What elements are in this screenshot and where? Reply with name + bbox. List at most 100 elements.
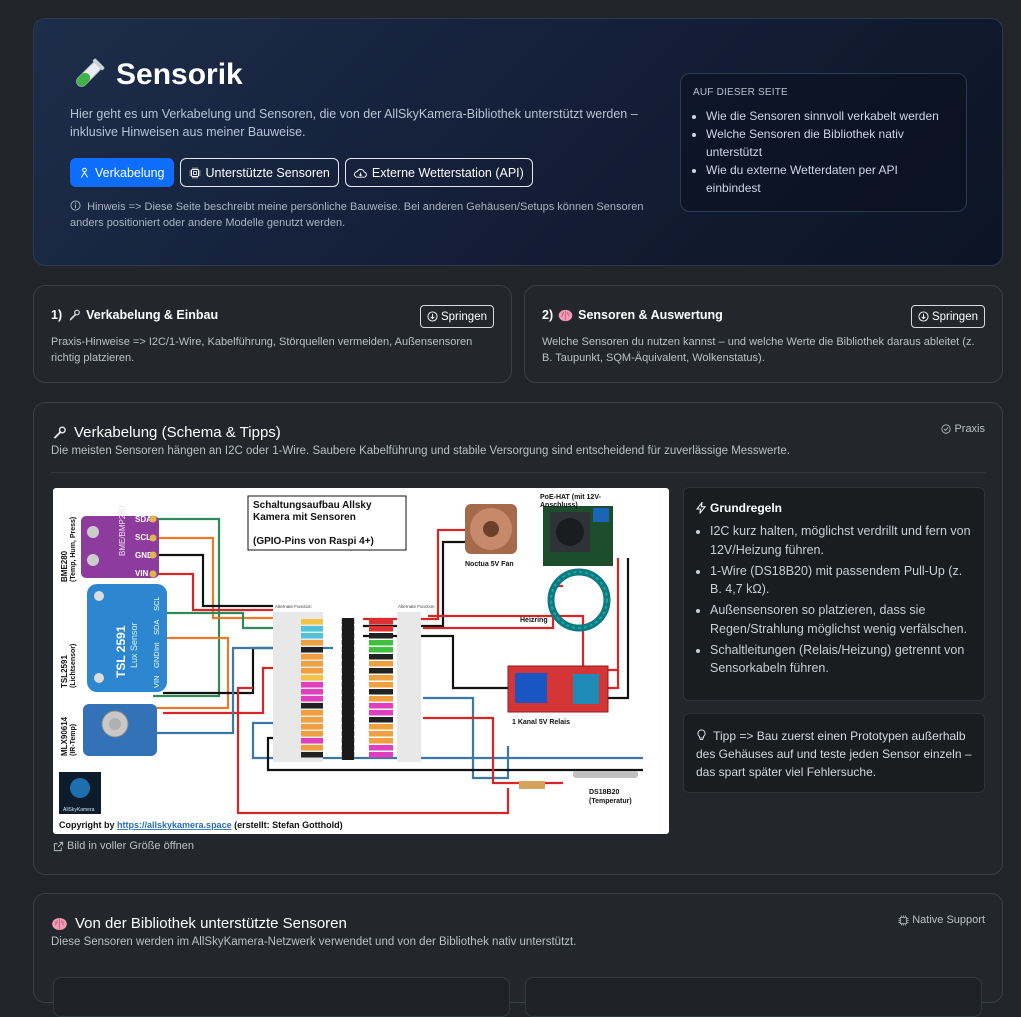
hero-button-row: Verkabelung Unterstützte Sensoren Extern… — [70, 158, 533, 187]
alt-function-label: Alternate Function — [398, 604, 435, 609]
gpio-pin-label — [369, 710, 393, 716]
ds-label: DS18B20 — [589, 789, 619, 796]
tsl-lux-label: Lux Sensor — [129, 622, 139, 668]
rules-list: I2C kurz halten, möglichst verdrillt und… — [696, 522, 972, 678]
supported-sensors-button[interactable]: Unterstützte Sensoren — [179, 158, 339, 187]
gpio-pin-label — [369, 619, 393, 625]
toc-list: Wie die Sensoren sinnvoll verkabelt werd… — [693, 107, 954, 197]
fan-label: Noctua 5V Fan — [465, 561, 514, 568]
arrow-down-circle-icon — [427, 311, 438, 322]
cpu-icon — [189, 167, 201, 178]
brain-icon — [558, 309, 573, 321]
gpio-pin-label — [369, 654, 393, 660]
toc-item: Wie du externe Wetterdaten per API einbi… — [706, 161, 954, 197]
sensor-card-left — [53, 977, 510, 1017]
native-support-badge: Native Support — [898, 914, 985, 926]
rule-item: 1-Wire (DS18B20) mit passendem Pull-Up (… — [710, 562, 972, 599]
cpu-icon — [898, 914, 909, 926]
check-circle-icon — [941, 424, 952, 434]
gpio-pin-label — [301, 724, 323, 730]
wiring-card: Verkabelung (Schema & Tipps) Praxis Die … — [33, 402, 1003, 875]
bme-pin-label: SDA — [135, 515, 152, 524]
gpio-pin-label — [369, 752, 393, 758]
gpio-pin-label — [301, 752, 323, 758]
gpio-pin-label — [301, 668, 323, 674]
wiring-button[interactable]: Verkabelung — [70, 158, 174, 187]
gpio-pin-label — [369, 717, 393, 723]
toc-item: Wie die Sensoren sinnvoll verkabelt werd… — [706, 107, 954, 125]
on-this-page-box: AUF DIESER SEITE Wie die Sensoren sinnvo… — [680, 73, 967, 212]
wrench-icon — [68, 309, 81, 322]
diagram-title-line: (GPIO-Pins von Raspi 4+) — [253, 536, 374, 547]
lightbulb-icon — [697, 729, 706, 740]
gpio-pin-label — [369, 696, 393, 702]
toc-item: Welche Sensoren die Bibliothek nativ unt… — [706, 125, 954, 161]
tsl-pin-label: GND — [152, 651, 161, 668]
gpio-pin-label — [369, 689, 393, 695]
gpio-pin-label — [301, 731, 323, 737]
section-number: 2) — [542, 308, 554, 322]
tsl-sub-label: (Lichtsensor) — [70, 644, 77, 688]
wiring-button-label: Verkabelung — [95, 165, 165, 180]
supported-sensors-button-label: Unterstützte Sensoren — [205, 165, 330, 180]
gpio-pin-label — [301, 640, 323, 646]
gpio-pin-label — [301, 696, 323, 702]
section-card-title: 2) Sensoren & Auswertung — [542, 308, 723, 322]
tip-text: Tipp => Bau zuerst einen Prototypen auße… — [696, 729, 972, 779]
hero-card: Sensorik Hier geht es um Verkabelung und… — [33, 18, 1003, 266]
tsl-pin-label: VIN — [152, 675, 161, 688]
weather-station-button[interactable]: Externe Wetterstation (API) — [344, 158, 533, 187]
logo-label: AllSkyKamera — [63, 807, 95, 813]
gpio-pin-label — [369, 682, 393, 688]
gpio-pin-label — [301, 647, 323, 653]
tsl-pin-label: Int — [152, 642, 161, 651]
jump-button[interactable]: Springen — [419, 305, 494, 328]
gpio-pin-label — [301, 717, 323, 723]
heater-label: Heizring — [520, 617, 548, 624]
diagram-title-line: Kamera mit Sensoren — [253, 512, 356, 523]
hero-hint: Hinweis => Diese Seite beschreibt meine … — [70, 199, 670, 231]
section-card-wiring: 1) Verkabelung & Einbau Springen Praxis-… — [33, 285, 512, 383]
wiring-diagram[interactable]: Schaltungsaufbau Allsky Kamera mit Senso… — [53, 488, 669, 834]
toc-title: AUF DIESER SEITE — [693, 87, 788, 98]
gpio-pin-label — [301, 633, 323, 639]
open-full-image-link[interactable]: Bild in voller Größe öffnen — [53, 840, 194, 852]
external-link-icon — [53, 841, 64, 851]
test-tube-icon — [76, 58, 105, 87]
poe-label: Anschluss) — [540, 502, 578, 509]
gpio-pin-label — [369, 626, 393, 632]
bme-pin-label: VIN — [135, 569, 149, 578]
gpio-pin-label — [301, 703, 323, 709]
section-card-sensors: 2) Sensoren & Auswertung Springen Welche… — [524, 285, 1003, 383]
section-description: Praxis-Hinweise => I2C/1-Wire, Kabelführ… — [51, 336, 473, 364]
tsl-chip-label: TSL 2591 — [114, 625, 128, 678]
bme-pin-label: GND — [135, 551, 153, 560]
divider — [51, 472, 985, 473]
tsl-pin-label: SCL — [152, 596, 161, 611]
weather-station-button-label: Externe Wetterstation (API) — [371, 165, 524, 180]
tsl-pin-label: SDA — [152, 620, 161, 635]
gpio-pin-label — [369, 633, 393, 639]
supported-subtitle: Diese Sensoren werden im AllSkyKamera-Ne… — [51, 936, 577, 948]
gpio-pin-label — [301, 745, 323, 751]
jump-button-label: Springen — [931, 310, 978, 323]
praxis-badge: Praxis — [941, 423, 985, 435]
gpio-pin-label — [301, 675, 323, 681]
gpio-pin-label — [301, 626, 323, 632]
section-title-text: Sensoren & Auswertung — [578, 308, 723, 322]
mlx-sub-label: (IR-Temp) — [70, 724, 77, 756]
page-title-text: Sensorik — [116, 58, 243, 91]
gpio-pin-label — [369, 668, 393, 674]
cloud-download-icon — [353, 168, 367, 178]
gpio-pin-label — [369, 640, 393, 646]
tip-box: Tipp => Bau zuerst einen Prototypen auße… — [683, 713, 985, 793]
hero-lead: Hier geht es um Verkabelung und Sensoren… — [70, 107, 638, 139]
rules-title: Grundregeln — [696, 501, 972, 515]
gpio-pin-label — [301, 619, 323, 625]
wrench-icon — [52, 426, 66, 440]
jump-button[interactable]: Springen — [910, 305, 985, 328]
gpio-pin-label — [369, 724, 393, 730]
section-card-title: 1) Verkabelung & Einbau — [51, 308, 218, 322]
alt-function-label: Alternate Function — [275, 604, 312, 609]
brain-icon — [52, 917, 67, 930]
